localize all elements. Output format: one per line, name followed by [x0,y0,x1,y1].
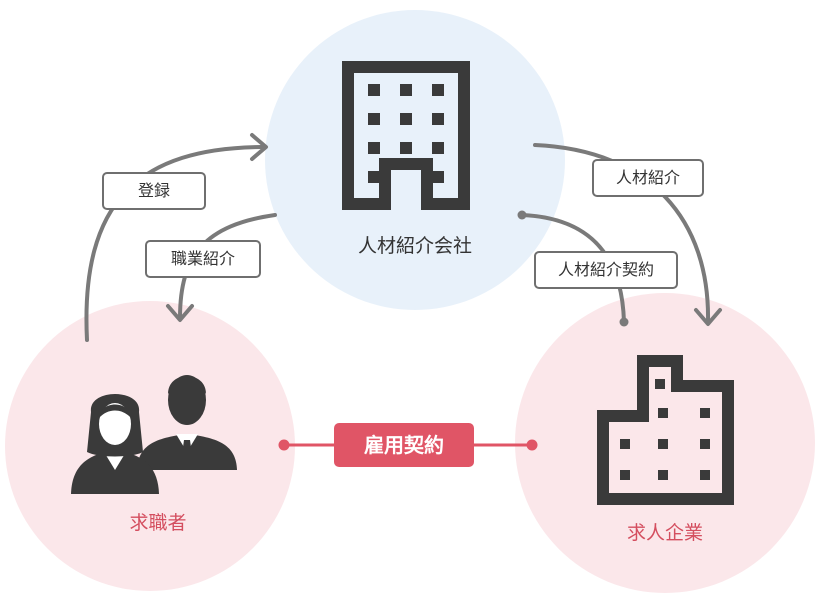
register-label: 登録 [102,172,206,210]
talent-introduction-arrow [533,143,722,326]
people-icon [71,375,237,494]
agency-label: 人材紹介会社 [357,235,473,257]
company-building-icon [597,355,734,505]
company-label: 求人企業 [626,522,704,544]
man-figure [137,375,237,470]
job-seeker-label: 求職者 [129,512,187,534]
woman-figure [71,394,159,494]
talent-contract-line [517,210,629,327]
talent-contract-label: 人材紹介契約 [534,251,678,289]
job-introduction-label: 職業紹介 [145,240,261,278]
office-building-icon [342,61,470,210]
employment-contract-label: 雇用契約 [334,423,474,467]
talent-introduction-label: 人材紹介 [592,159,704,197]
